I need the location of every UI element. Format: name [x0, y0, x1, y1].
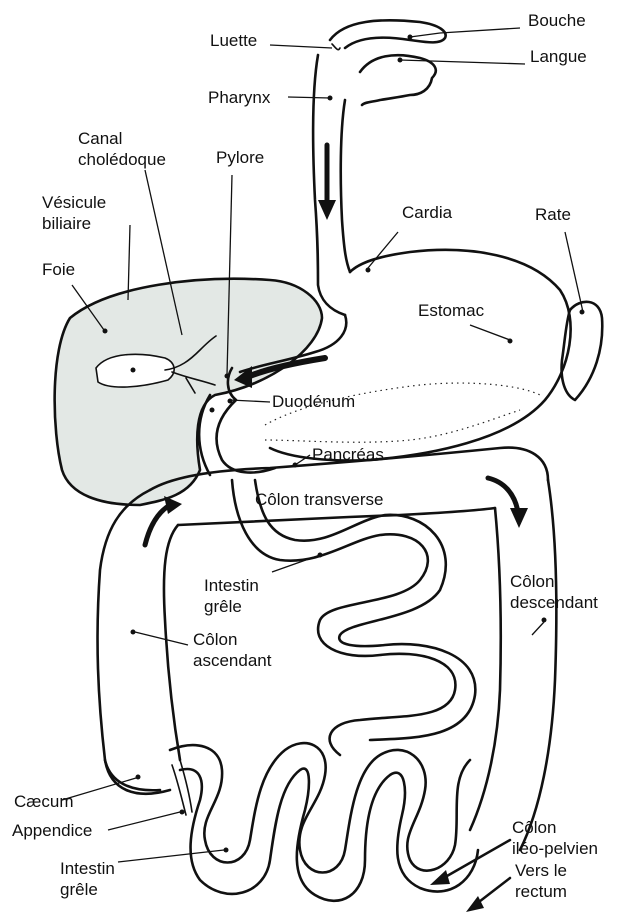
label-canal-line2: cholédoque: [78, 150, 166, 169]
colon-ascendant-outer: [96, 488, 162, 792]
bile-duct: [164, 335, 217, 394]
mouth-palate: [328, 19, 447, 50]
stomach-arrow: [247, 355, 328, 379]
rectum-arrow: [438, 838, 512, 882]
label-langue: Langue: [530, 47, 587, 66]
rectum-arrow-2: [473, 876, 512, 907]
small-intestine-lower: [168, 741, 472, 874]
label-luette: Luette: [210, 31, 257, 50]
tongue: [358, 53, 437, 107]
leader-lines: [61, 27, 585, 863]
stomach-lower-curve: [238, 313, 348, 374]
label-rate: Rate: [535, 205, 571, 224]
esophagus-inner: [339, 98, 352, 274]
duodenum-shape: [197, 393, 277, 477]
stomach-arrow-head: [234, 366, 252, 388]
label-colon-ascendant-line2: ascendant: [193, 651, 272, 670]
label-colon-ascendant-line1: Côlon: [193, 630, 237, 649]
label-appendice: Appendice: [12, 821, 92, 840]
colon-descendant-inner: [468, 506, 503, 832]
uvula: [331, 43, 341, 51]
label-pylore: Pylore: [216, 148, 264, 167]
label-duodenum: Duodénum: [272, 392, 355, 411]
stomach-shape: [268, 248, 572, 462]
colon-ascending-arrow: [142, 502, 173, 548]
label-vesicule-line1: Vésicule: [42, 193, 106, 212]
label-caecum: Cæcum: [14, 792, 74, 811]
label-pharynx: Pharynx: [208, 88, 271, 107]
label-intestin-grele-2-line1: Intestin: [60, 859, 115, 878]
rectum-arrow-head-2: [466, 896, 484, 912]
pylorus: [226, 366, 238, 402]
label-estomac: Estomac: [418, 301, 485, 320]
label-foie: Foie: [42, 260, 75, 279]
colon-descending-arrow: [485, 475, 521, 515]
colon-descendant-outer: [518, 478, 558, 852]
colon-transverse-upper: [148, 446, 550, 492]
caecum-shape: [103, 758, 172, 795]
rectum-arrow-head-1: [430, 870, 450, 885]
label-colon-transverse: Côlon transverse: [255, 490, 384, 509]
label-intestin-grele-1-line2: grêle: [204, 597, 242, 616]
label-vers-rectum-line1: Vers le: [515, 861, 567, 880]
label-pancreas: Pancréas: [312, 445, 384, 464]
colon-transverse-lower: [176, 506, 497, 527]
colon-ascending-arrow-head: [164, 496, 182, 514]
appendix-shape: [171, 759, 193, 816]
label-intestin-grele-2-line2: grêle: [60, 880, 98, 899]
small-intestine-lower-inner: [178, 767, 480, 902]
pancreas-shape: [264, 382, 541, 443]
label-colon-ileo-line2: iléo-pelvien: [512, 839, 598, 858]
label-vesicule-line2: biliaire: [42, 214, 91, 233]
label-canal-line1: Canal: [78, 129, 122, 148]
esophagus-outer: [311, 53, 347, 317]
colon-descending-arrow-head: [510, 508, 528, 528]
spleen-shape: [560, 300, 604, 402]
label-bouche: Bouche: [528, 11, 586, 30]
label-intestin-grele-1-line1: Intestin: [204, 576, 259, 595]
label-colon-descendant-line1: Côlon: [510, 572, 554, 591]
esophagus-arrow-head: [318, 200, 336, 220]
small-intestine-upper-inner: [253, 478, 477, 742]
colon-ascendant-inner: [162, 523, 182, 762]
label-vers-rectum-line2: rectum: [515, 882, 567, 901]
label-colon-descendant-line2: descendant: [510, 593, 598, 612]
label-cardia: Cardia: [402, 203, 453, 222]
label-colon-ileo-line1: Côlon: [512, 818, 556, 837]
